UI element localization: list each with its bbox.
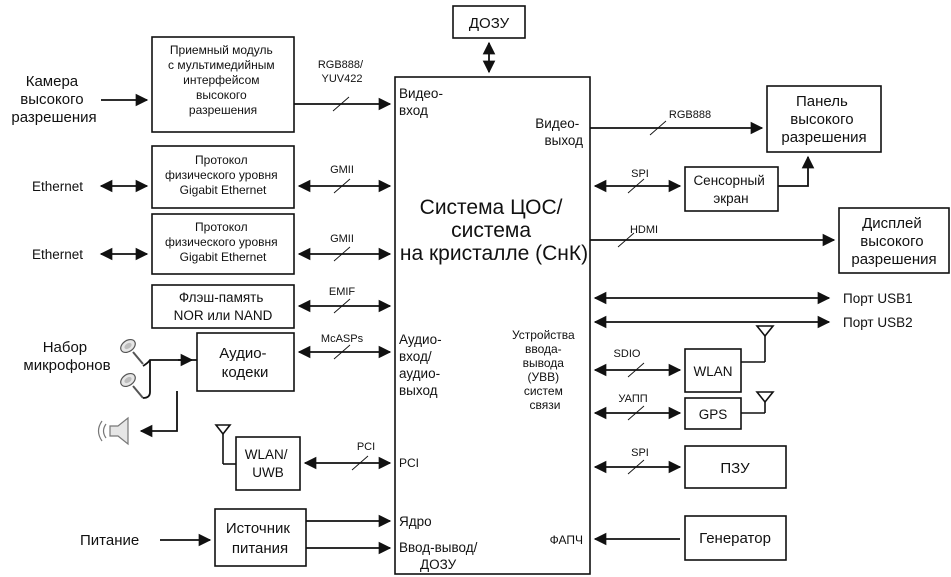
gps-block [684, 397, 742, 430]
camera-label: Камера высокого разрешения [11, 73, 96, 126]
bus-gmii1: GMII [330, 164, 354, 176]
bus-tick [627, 362, 645, 378]
bus-tick [351, 455, 369, 471]
bus-uapp: УАПП [618, 393, 647, 405]
bus-gmii2: GMII [330, 233, 354, 245]
microphone-icon [120, 338, 144, 365]
touch-panel-link [778, 155, 815, 187]
port-io-devices: Устройства ввода- вывода (УВВ) систем св… [512, 328, 578, 412]
phy2-label: Протокол физического уровня Gigabit Ethe… [165, 220, 281, 264]
power-source-label: Источник питания [226, 520, 294, 557]
bus-rgb888: RGB888 [669, 109, 711, 121]
bus-emif: EMIF [329, 286, 356, 298]
touch-block [684, 166, 779, 212]
bus-sdio: SDIO [614, 348, 641, 360]
phy1-label: Протокол физического уровня Gigabit Ethe… [165, 153, 281, 197]
bus-tick [649, 120, 667, 136]
mic-set-label: Набор микрофонов [23, 339, 110, 374]
port-video-in: Видео- вход [399, 86, 447, 118]
bus-mcasps: McASPs [321, 333, 364, 345]
bus-pci: PCI [357, 441, 375, 453]
wlan-label: WLAN [693, 364, 732, 379]
display-label: Дисплей высокого разрешения [851, 215, 936, 268]
bus-tick [333, 344, 351, 360]
port-video-out: Видео- выход [535, 116, 583, 148]
phy2-block [151, 213, 295, 275]
bus-tick [627, 459, 645, 475]
mic2-wire [142, 360, 151, 399]
bus-tick [333, 178, 351, 194]
speaker-link [139, 391, 178, 438]
receiver-block [151, 36, 295, 133]
audio-codec-label: Аудио- кодеки [219, 345, 270, 381]
usb1-label: Порт USB1 [843, 291, 913, 306]
flash-block [151, 284, 295, 329]
bus-tick [627, 178, 645, 194]
phy1-block [151, 145, 295, 209]
bus-tick [332, 96, 350, 112]
ethernet2-label: Ethernet [32, 247, 83, 262]
gps-label: GPS [699, 407, 728, 422]
dozu-block [452, 5, 526, 39]
usb2-label: Порт USB2 [843, 315, 913, 330]
power-source-block [214, 508, 307, 567]
wlan-block [684, 348, 742, 393]
soc-title: Система ЦОС/ система на кристалле (СнК) [400, 196, 588, 265]
bus-spi1: SPI [631, 168, 649, 180]
port-core: Ядро [399, 514, 432, 529]
bus-hdmi: HDMI [630, 224, 658, 236]
display-block [838, 207, 950, 274]
port-pll: ФАПЧ [550, 533, 583, 547]
dozu-label: ДОЗУ [469, 15, 510, 32]
port-pci: PCI [399, 456, 419, 470]
touch-label: Сенсорный экран [693, 173, 768, 206]
soc-block [394, 76, 591, 575]
wlan-uwb-label: WLAN/ UWB [245, 447, 292, 480]
bus-tick [617, 232, 635, 248]
bus-tick [333, 298, 351, 314]
microphone-icon [120, 372, 144, 399]
audio-codec-block [196, 332, 295, 392]
panel-label: Панель высокого разрешения [781, 93, 866, 146]
bus-rgb-yuv: RGB888/ YUV422 [318, 59, 366, 85]
rom-label: ПЗУ [720, 460, 750, 477]
flash-label: Флэш-память NOR или NAND [174, 290, 273, 323]
ethernet1-label: Ethernet [32, 179, 83, 194]
rom-block [684, 445, 787, 489]
port-audio-io: Аудио- вход/ аудио- выход [399, 332, 445, 398]
receiver-label: Приемный модуль с мультимедийным интерфе… [168, 43, 278, 117]
antenna-icon [741, 391, 775, 414]
generator-block [684, 515, 787, 561]
wlan-uwb-block [235, 436, 301, 491]
port-io-dozu: Ввод-вывод/ ДОЗУ [399, 540, 481, 572]
antenna-icon [741, 325, 775, 363]
power-label: Питание [80, 532, 139, 549]
speaker-icon [97, 416, 129, 446]
panel-block [766, 85, 882, 153]
antenna-icon [214, 424, 236, 465]
bus-tick [333, 246, 351, 262]
generator-label: Генератор [699, 530, 771, 547]
bus-tick [627, 405, 645, 421]
bus-spi2: SPI [631, 447, 649, 459]
